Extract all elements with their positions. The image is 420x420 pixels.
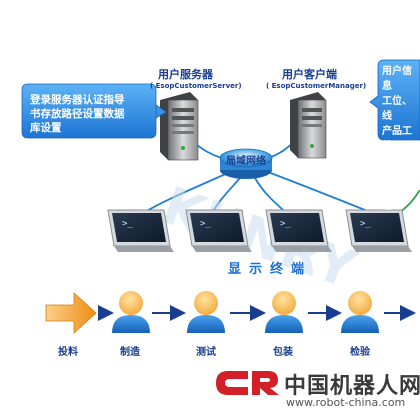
callout-left-text: 登录服务器认证指导 书存放路径设置数据 库设置 — [30, 93, 125, 135]
client-icon — [290, 92, 327, 159]
worker-icon-4 — [341, 291, 379, 333]
link-hub-display-1 — [144, 171, 231, 213]
svg-text:>_: >_ — [122, 219, 133, 229]
display-terminal-1: >_ — [107, 209, 174, 252]
display-terminal-2: >_ — [185, 209, 252, 252]
worker-icon-2 — [187, 291, 225, 333]
stage-label-4: 检验 — [350, 347, 370, 358]
svg-text:>_: >_ — [280, 219, 291, 229]
callout-right-line-5: SOP自动 — [382, 186, 416, 212]
callout-right-bubble — [369, 59, 420, 141]
network-label: 局域网络 — [226, 156, 266, 167]
callout-right-text: 用户信息 工位、线 产品工艺 SOP文件 SOP自动 — [382, 64, 420, 214]
brand-url: www.robot-china.com — [286, 396, 406, 409]
callout-right-line-4: SOP文件 — [382, 156, 416, 182]
svg-text:>_: >_ — [360, 219, 371, 229]
stage-label-1: 制造 — [120, 347, 140, 358]
client-title: 用户客户端 — [282, 68, 337, 81]
worker-icon-3 — [265, 291, 303, 333]
network-hub-icon — [219, 148, 273, 179]
callout-right-line-3: 产品工艺 — [382, 126, 412, 152]
server-title: 用户服务器 — [158, 68, 213, 81]
display-terminal-label: 显示终端 — [228, 262, 313, 277]
callout-right-line-2: 工位、线 — [382, 96, 412, 122]
callout-left-line-2: 书存放路径设置数据 — [30, 108, 125, 120]
svg-text:>_: >_ — [200, 219, 211, 229]
stage-label-2: 测试 — [196, 347, 216, 358]
server-subtitle: ( EsopCustomerServer) — [150, 82, 242, 90]
callout-right-line-1: 用户信息 — [382, 66, 412, 92]
display-terminal-3: >_ — [265, 209, 332, 252]
client-subtitle: ( EsopCustomerManager) — [266, 82, 367, 90]
link-hub-display-4 — [267, 171, 371, 213]
brand-logo-icon — [216, 371, 279, 395]
callout-left-line-3: 库设置 — [30, 122, 62, 134]
stage-label-input: 投料 — [58, 347, 78, 358]
callout-left-line-1: 登录服务器认证指导 — [30, 94, 125, 106]
worker-icon-1 — [112, 291, 150, 333]
display-terminal-4: >_ — [345, 209, 412, 252]
watermark-text: KUNRY — [155, 176, 365, 301]
server-icon — [160, 92, 199, 161]
callout-left-bubble — [21, 83, 167, 139]
brand-name: 中国机器人网 — [284, 374, 420, 399]
stage-label-3: 包装 — [273, 347, 293, 358]
input-arrow-icon — [45, 292, 97, 334]
